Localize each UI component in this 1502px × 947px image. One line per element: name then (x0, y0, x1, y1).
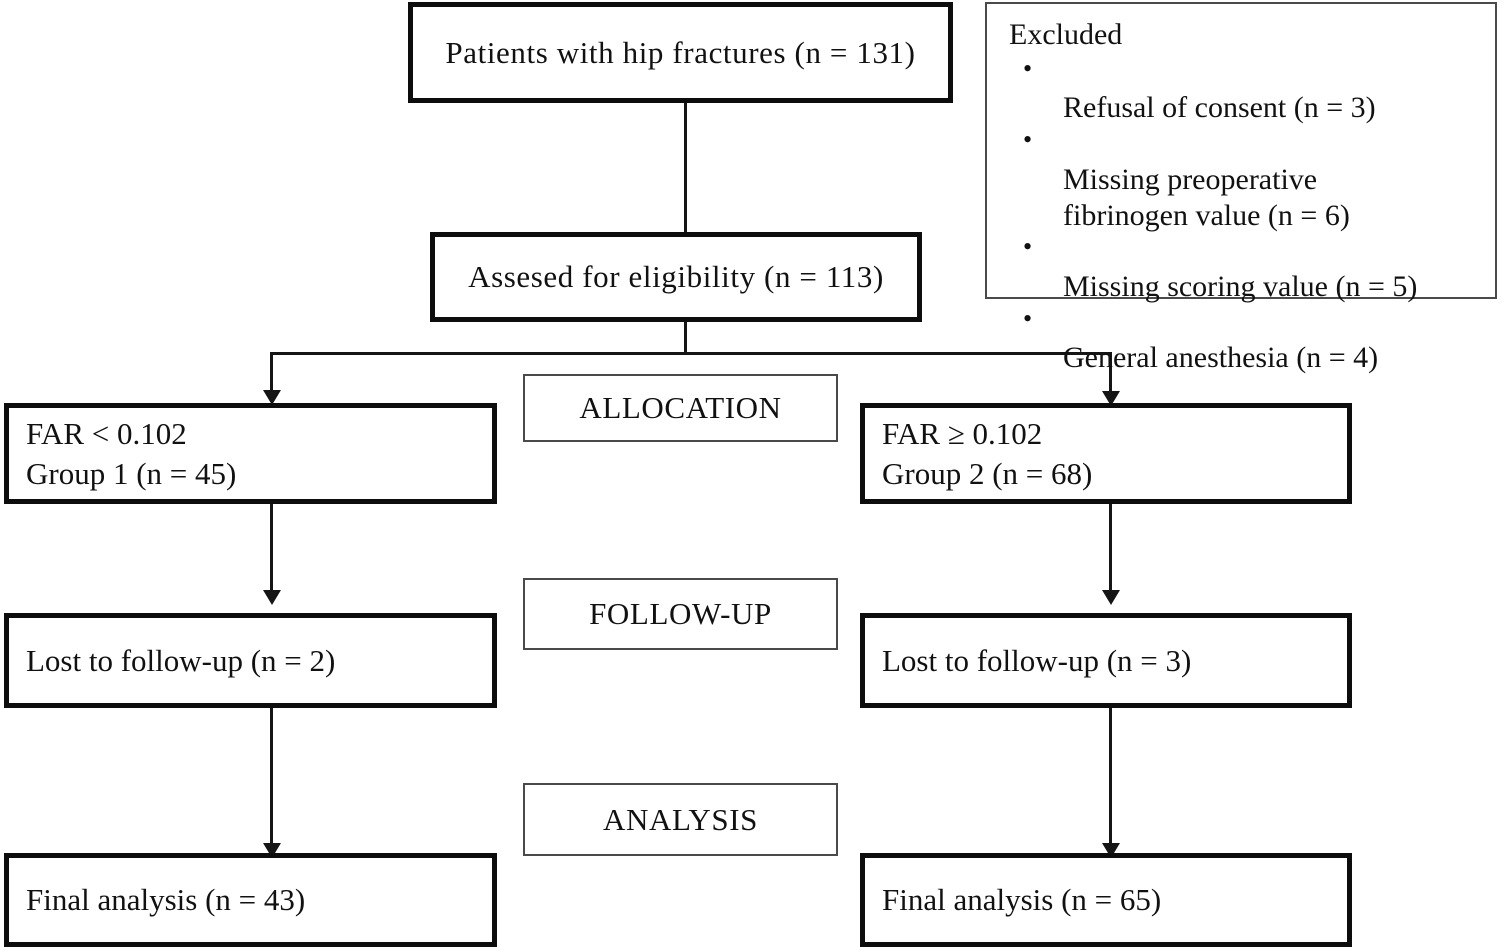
stage-label-analysis: ANALYSIS (523, 783, 838, 856)
connector-branch-bar (271, 352, 1112, 355)
node-group1-allocation-line2: Group 1 (n = 45) (26, 455, 237, 491)
arrowhead-branch-right (1102, 391, 1120, 406)
bullet-icon: • (1023, 125, 1033, 155)
excluded-item-label: Refusal of consent (n = 3) (1063, 91, 1376, 125)
excluded-list: • Refusal of consent (n = 3) • Missing pre… (1009, 53, 1479, 376)
node-enrollment-label: Patients with hip fractures (n = 131) (445, 34, 916, 70)
connector-group1-allocation-to-followup (270, 504, 273, 596)
node-group1-analysis[interactable]: Final analysis (n = 43) (4, 853, 497, 947)
stage-label-allocation: ALLOCATION (523, 374, 838, 442)
excluded-item-label: Missing scoring value (n = 5) (1063, 269, 1418, 303)
excluded-item-label: General anesthesia (n = 4) (1063, 341, 1379, 375)
connector-enrollment-to-eligibility (684, 103, 687, 235)
stage-label-followup: FOLLOW-UP (523, 578, 838, 650)
node-group1-followup-label: Lost to follow-up (n = 2) (26, 642, 336, 678)
node-group2-allocation-line1: FAR ≥ 0.102 (882, 415, 1043, 451)
node-excluded[interactable]: Excluded • Refusal of consent (n = 3) • Mi… (985, 2, 1497, 374)
node-group2-followup[interactable]: Lost to follow-up (n = 3) (860, 613, 1352, 708)
node-group2-allocation-line2: Group 2 (n = 68) (882, 455, 1093, 491)
bullet-icon: • (1023, 53, 1033, 83)
node-eligibility-label: Assesed for eligibility (n = 113) (468, 259, 884, 295)
list-item: • Missing scoring value (n = 5) (1009, 232, 1479, 304)
bullet-icon: • (1023, 303, 1033, 333)
node-group2-allocation[interactable]: FAR ≥ 0.102 Group 2 (n = 68) (860, 403, 1352, 504)
node-group1-allocation[interactable]: FAR < 0.102 Group 1 (n = 45) (4, 403, 497, 504)
arrowhead-branch-left (263, 390, 281, 405)
node-group1-analysis-label: Final analysis (n = 43) (26, 882, 306, 918)
stage-label-followup-text: FOLLOW-UP (589, 596, 772, 632)
connector-group2-followup-to-analysis (1109, 708, 1112, 850)
stage-label-analysis-text: ANALYSIS (603, 801, 758, 837)
node-group1-allocation-line1: FAR < 0.102 (26, 415, 187, 451)
connector-group2-allocation-to-followup (1109, 504, 1112, 596)
list-item: • General anesthesia (n = 4) (1009, 303, 1479, 376)
connector-branch-left-drop (270, 352, 273, 396)
connector-group1-followup-to-analysis (270, 708, 273, 850)
excluded-item-label: Missing preoperative fibrinogen value (n… (1063, 162, 1350, 232)
bullet-icon: • (1023, 232, 1033, 262)
connector-eligibility-stem (684, 322, 687, 354)
node-group2-followup-label: Lost to follow-up (n = 3) (882, 642, 1192, 678)
stage-label-allocation-text: ALLOCATION (579, 390, 782, 426)
arrowhead-group2-followup (1102, 590, 1120, 605)
node-enrollment[interactable]: Patients with hip fractures (n = 131) (408, 2, 953, 103)
list-item: • Missing preoperative fibrinogen value (… (1009, 125, 1479, 233)
node-group2-analysis[interactable]: Final analysis (n = 65) (860, 853, 1352, 947)
node-eligibility[interactable]: Assesed for eligibility (n = 113) (430, 232, 922, 322)
excluded-title: Excluded (1009, 18, 1123, 51)
node-group1-followup[interactable]: Lost to follow-up (n = 2) (4, 613, 497, 708)
list-item: • Refusal of consent (n = 3) (1009, 53, 1479, 126)
node-group2-analysis-label: Final analysis (n = 65) (882, 882, 1162, 918)
arrowhead-group1-followup (263, 590, 281, 605)
connector-branch-right-drop (1109, 352, 1112, 398)
